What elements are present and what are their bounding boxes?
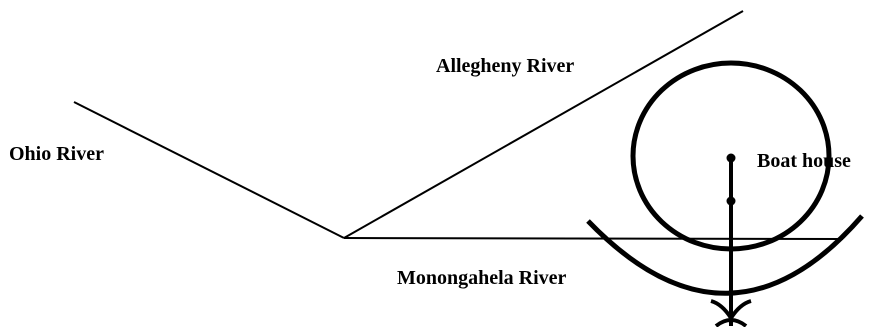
anchor-foot-left [710,299,733,320]
allegheny-river-label: Allegheny River [436,55,575,77]
monongahela-river-line [343,237,844,240]
anchor-foot-right [729,299,752,320]
anchor-foot-base [714,318,748,327]
lower-arc [586,214,864,296]
allegheny-river-line [343,10,744,239]
ohio-river-line [73,101,345,239]
monongahela-river-label: Monongahela River [397,267,567,289]
boat-house-dot [726,153,736,163]
boat-house-label: Boat house [757,150,851,172]
ohio-river-label: Ohio River [9,143,104,165]
stem-dot [726,196,736,206]
